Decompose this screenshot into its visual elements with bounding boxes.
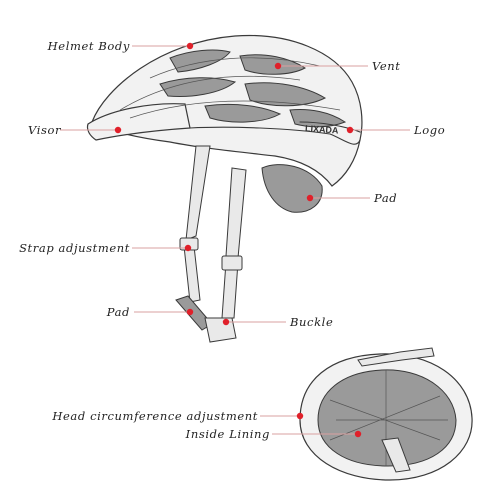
vent-patch-2	[239, 54, 306, 75]
bottom-visor	[357, 347, 435, 367]
vent-patch-5	[204, 103, 282, 123]
vent-patch-4	[244, 82, 327, 107]
chin-strap-left	[183, 245, 201, 303]
bottom-lining	[317, 369, 457, 467]
marker-strap-adjustment	[184, 244, 192, 252]
label-visor: Visor	[28, 123, 62, 137]
rear-cradle	[261, 164, 323, 213]
label-vent: Vent	[372, 59, 400, 73]
label-inside-lining: Inside Lining	[185, 427, 270, 441]
rear-strap	[225, 167, 247, 259]
vent-patch-3	[159, 77, 237, 97]
label-buckle: Buckle	[289, 315, 333, 329]
ridge-lines	[119, 57, 341, 119]
label-head-circumference: Head circumference adjustment	[51, 409, 258, 423]
strap-divider-2	[221, 255, 243, 271]
labels: Helmet Body Vent Visor Logo Pad Strap ad…	[19, 39, 445, 441]
lining-ribs	[329, 370, 448, 466]
marker-head-circumference	[296, 412, 304, 420]
marker-inside-lining	[354, 430, 362, 438]
vent-patch-1	[169, 49, 231, 73]
label-helmet-body: Helmet Body	[47, 39, 130, 53]
marker-vent	[274, 62, 282, 70]
marker-pad-lower	[186, 308, 194, 316]
adjuster-strap	[381, 437, 411, 473]
marker-visor	[114, 126, 122, 134]
label-strap-adjustment: Strap adjustment	[19, 241, 130, 255]
marker-pad-upper	[306, 194, 314, 202]
callouts	[60, 42, 410, 438]
logo-band	[299, 121, 361, 133]
front-strap	[185, 145, 211, 241]
marker-helmet-body	[186, 42, 194, 50]
logo-mark: LIXADA	[305, 123, 340, 135]
helmet-side-view: LIXADA	[86, 34, 363, 343]
marker-buckle	[222, 318, 230, 326]
marker-logo	[346, 126, 354, 134]
label-pad-lower: Pad	[106, 305, 130, 319]
label-logo: Logo	[413, 123, 445, 137]
rear-rim	[189, 126, 361, 145]
label-pad-upper: Pad	[373, 191, 397, 205]
helmet-bottom-view	[299, 347, 473, 481]
visor-shape	[86, 103, 191, 141]
